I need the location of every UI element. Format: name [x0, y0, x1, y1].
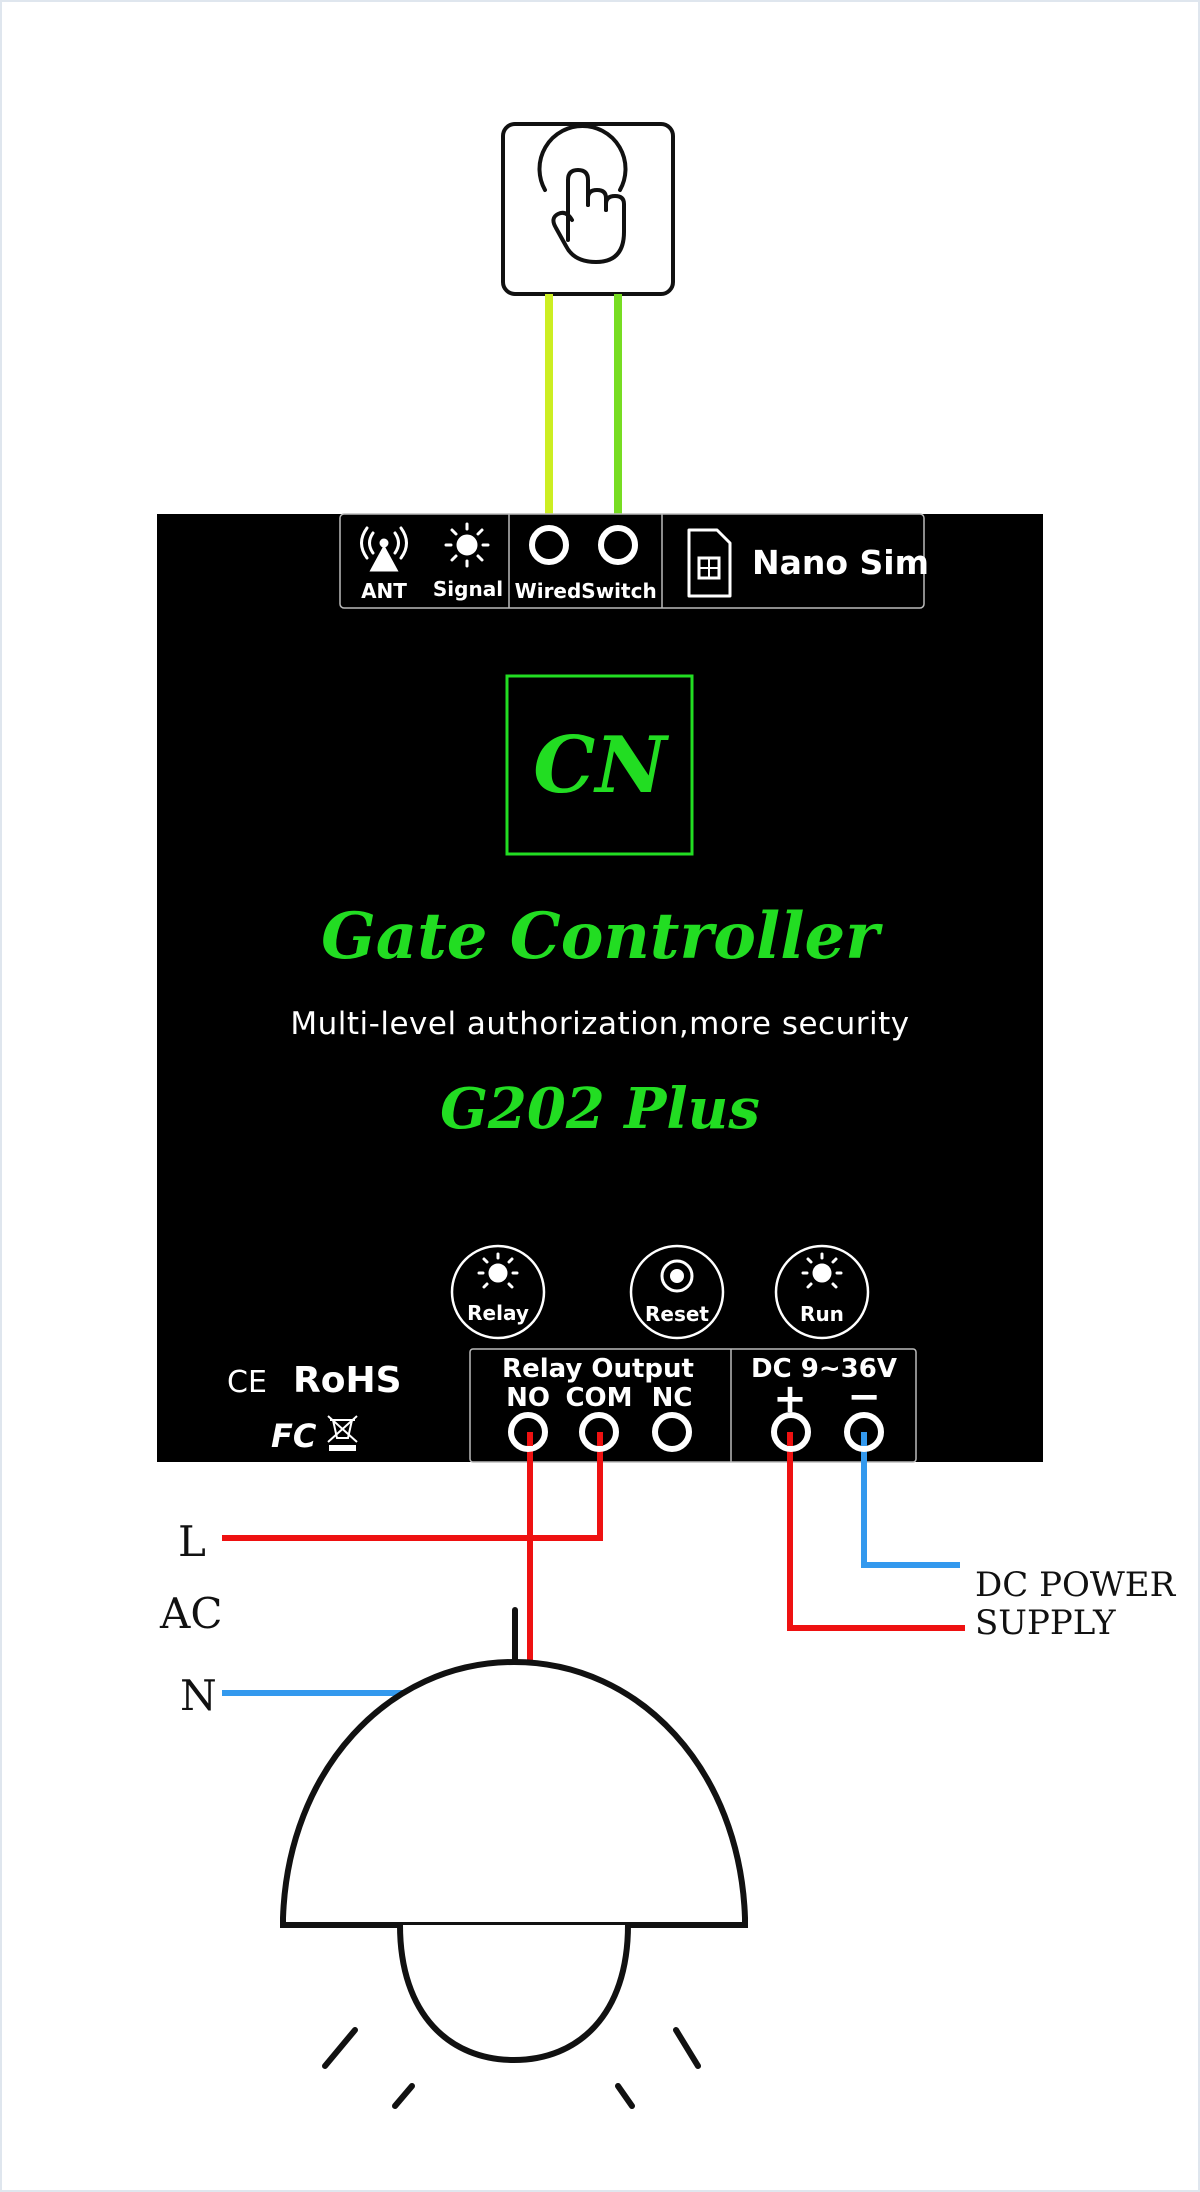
nc-terminal: [652, 1412, 692, 1452]
cn-logo: CN: [505, 674, 694, 856]
relay-sun-icon: [477, 1252, 519, 1289]
ac-label: AC: [159, 1589, 222, 1638]
run-indicator: Run: [774, 1244, 870, 1340]
controller-board: [157, 514, 1043, 1462]
antenna-icon: [360, 526, 408, 572]
live-label: L: [178, 1517, 206, 1566]
wired-terminal: [529, 525, 569, 565]
signal-label: Signal: [433, 577, 503, 601]
product-tagline: Multi-level authorization,more security: [290, 1006, 909, 1042]
relay-output-title: Relay Output: [502, 1354, 694, 1384]
product-model: G202 Plus: [440, 1076, 760, 1142]
sim-card-icon: [687, 528, 732, 598]
live-wire-to-com: [222, 1432, 603, 1541]
fc-mark: FC: [271, 1417, 317, 1455]
reset-target-icon: [660, 1259, 694, 1293]
run-sun-icon: [801, 1252, 843, 1289]
signal-sun-icon: [444, 522, 490, 568]
bottom-terminals: [508, 1412, 884, 1452]
certification-marks: CE RoHS FC: [227, 1360, 402, 1455]
switch-box: [501, 122, 675, 296]
nc-label: NC: [652, 1383, 693, 1413]
relay-indicator: Relay: [450, 1244, 546, 1340]
dc-power-label-line2: SUPPLY: [975, 1603, 1116, 1643]
dc-power-label-line1: DC POWER: [975, 1565, 1177, 1605]
dc-negative-wire: [861, 1432, 960, 1568]
dc-positive-wire: [787, 1432, 965, 1631]
no-label: NO: [506, 1383, 550, 1413]
dc-input-title: DC 9~36V: [751, 1354, 897, 1384]
reset-label: Reset: [645, 1302, 709, 1326]
external-wiring: [222, 1432, 965, 1696]
relay-output-panel: Relay Output NO COM NC: [469, 1348, 917, 1463]
ce-mark: CE: [227, 1365, 267, 1400]
ant-label: ANT: [361, 579, 407, 603]
hand-pointer-icon: [537, 124, 628, 264]
neutral-label: N: [180, 1671, 217, 1720]
reset-button: Reset: [629, 1244, 725, 1340]
com-label: COM: [565, 1383, 632, 1413]
top-connector-panel: ANT Signal Wired Switch Nano Sim: [339, 513, 929, 609]
push-button-switch: [501, 122, 675, 296]
relay-indicator-label: Relay: [467, 1301, 529, 1325]
lamp-icon: [280, 1607, 748, 2109]
dc-input-panel: DC 9~36V + −: [751, 1354, 897, 1422]
weee-bin-icon: [327, 1415, 358, 1451]
switch-terminal: [598, 525, 638, 565]
switch-label: Switch: [581, 579, 656, 603]
wired-label: Wired: [515, 579, 582, 603]
product-title: Gate Controller: [321, 899, 883, 974]
logo-text: CN: [533, 720, 669, 811]
rohs-mark: RoHS: [293, 1360, 402, 1401]
run-label: Run: [800, 1302, 844, 1326]
nano-sim-label: Nano Sim: [752, 543, 929, 582]
